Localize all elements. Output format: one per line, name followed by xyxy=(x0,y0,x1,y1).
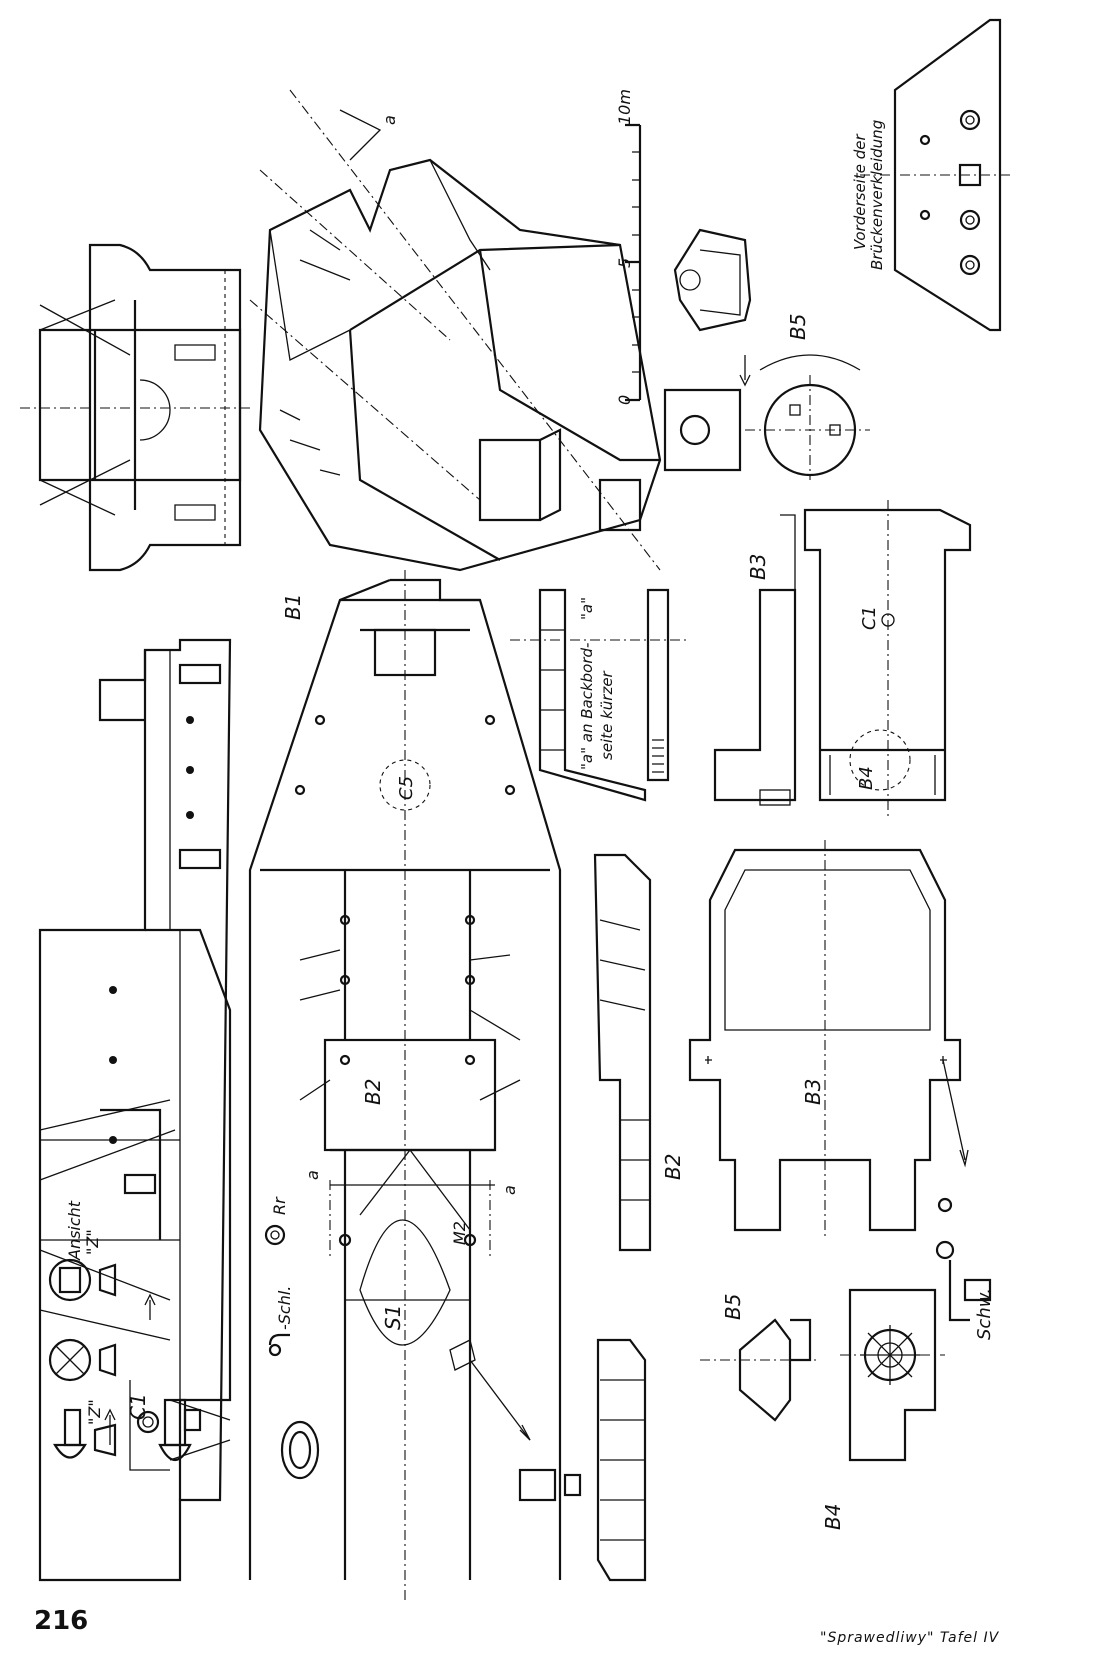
b5-b4-detail xyxy=(700,1288,945,1462)
label-rr: Rr xyxy=(270,1196,289,1215)
label-b4-plan: B4 xyxy=(821,1504,845,1530)
label-a-perspective: a xyxy=(380,115,399,125)
scale-label-0: 0 xyxy=(615,395,634,405)
scale-label-10: 10m xyxy=(615,89,634,125)
label-a-right: a xyxy=(500,1185,519,1195)
label-m2: M2 xyxy=(450,1221,469,1245)
label-backbord-a: "a" xyxy=(578,597,596,620)
bridge-side-view xyxy=(38,638,232,1582)
label-a-left: a xyxy=(303,1170,322,1180)
scale-bar xyxy=(625,123,642,402)
label-b2-side: B2 xyxy=(661,1154,685,1180)
b-side-strip xyxy=(510,588,690,802)
c1-fittings xyxy=(48,1258,202,1462)
label-backbord-1: "a" an Backbord- xyxy=(578,643,596,770)
plate-caption: "Sprawedliwy" Tafel IV xyxy=(820,1630,1000,1646)
label-backbord-2: seite kürzer xyxy=(598,670,616,760)
label-s1: S1 xyxy=(381,1305,405,1330)
label-vorderseite-1: Vorderseite der xyxy=(851,134,869,250)
b3-plan-view xyxy=(688,840,969,1240)
bridge-plan-view xyxy=(248,570,582,1600)
label-c5: C5 xyxy=(396,776,417,800)
label-schl: -Schl. xyxy=(275,1286,294,1330)
scale-label-5: 5 xyxy=(615,258,634,268)
label-z-top: "Z" xyxy=(83,1229,102,1255)
label-z-bottom: "Z" xyxy=(85,1399,104,1425)
label-c1: C1 xyxy=(126,1393,150,1420)
label-vorderseite-2: Brückenverkleidung xyxy=(868,120,886,270)
b2-side-strip xyxy=(593,853,652,1582)
bridge-front-panel xyxy=(860,18,1010,332)
label-b4-detail: B4 xyxy=(856,766,877,790)
label-b3-plan: B3 xyxy=(801,1079,825,1105)
label-b1: B1 xyxy=(281,594,305,620)
shackle-symbols xyxy=(264,1224,320,1480)
label-b2-plan: B2 xyxy=(361,1079,385,1105)
b1-perspective-view xyxy=(249,89,662,572)
page-number: 216 xyxy=(34,1606,89,1636)
b3-side-view xyxy=(713,514,797,806)
label-c1-plan: C1 xyxy=(859,606,880,630)
label-ansicht: Ansicht xyxy=(65,1200,84,1261)
label-b5-top: B5 xyxy=(786,314,810,340)
label-b5-bottom: B5 xyxy=(721,1294,745,1320)
b1-plan-view xyxy=(20,243,250,572)
label-schw: Schw. xyxy=(974,1288,995,1340)
c1-plan-view xyxy=(803,500,972,820)
label-b3-side: B3 xyxy=(746,554,770,580)
schw-symbols xyxy=(935,1240,992,1322)
b5-views xyxy=(663,228,870,480)
